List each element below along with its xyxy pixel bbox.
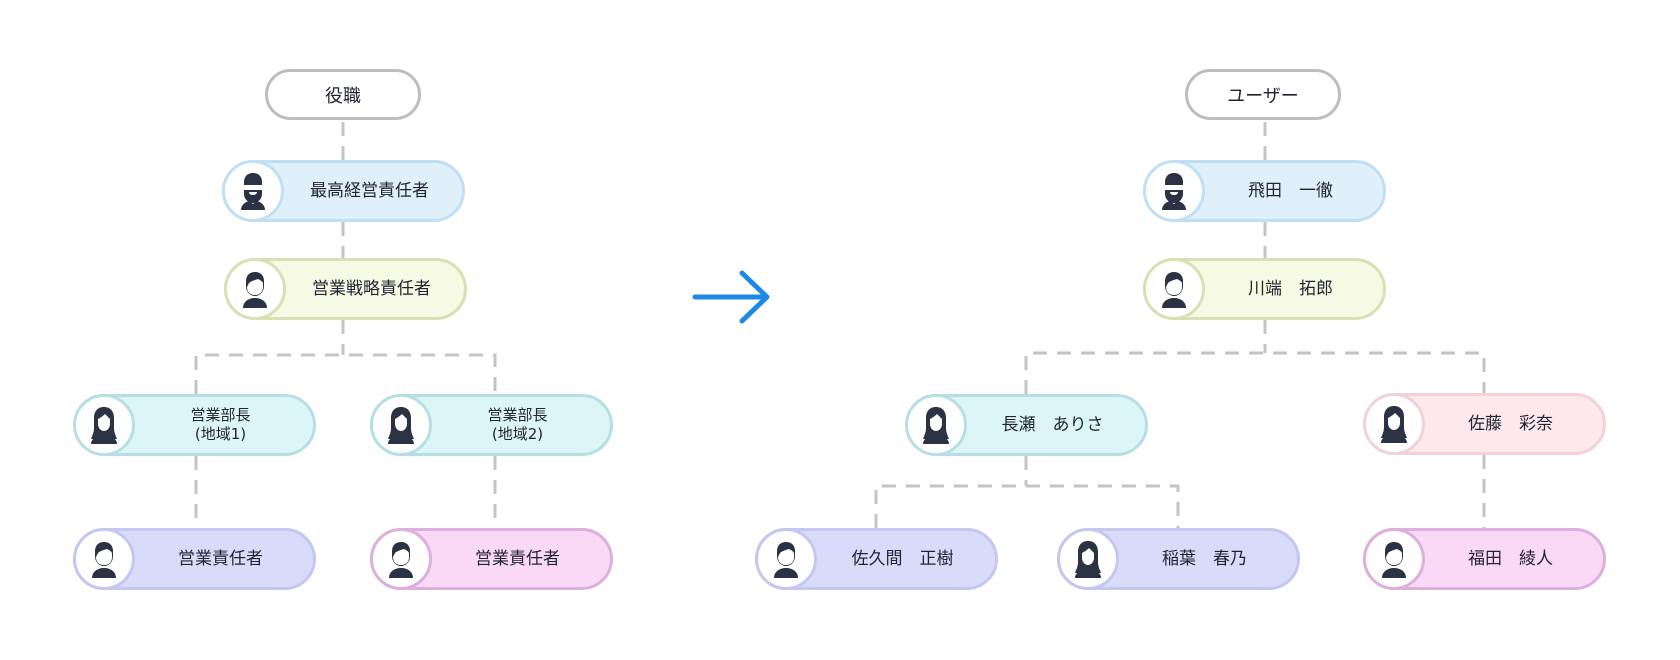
- arrow-right-icon: [692, 270, 770, 324]
- male-beard-icon: [1143, 160, 1205, 222]
- user-node-kawabata[interactable]: 川端 拓郎: [1143, 258, 1386, 320]
- role-node-label: 最高経営責任者: [310, 181, 429, 201]
- female-icon: [1057, 528, 1119, 590]
- role-node-region1[interactable]: 営業部長 (地域1): [73, 394, 316, 456]
- user-node-hida[interactable]: 飛田 一徹: [1143, 160, 1386, 222]
- female-icon: [370, 394, 432, 456]
- role-node-ceo[interactable]: 最高経営責任者: [222, 160, 465, 222]
- role-node-strategy[interactable]: 営業戦略責任者: [224, 258, 467, 320]
- female-icon: [1363, 393, 1425, 455]
- role-node-sales1[interactable]: 営業責任者: [73, 528, 316, 590]
- user-node-label: 佐藤 彩奈: [1468, 414, 1553, 434]
- user-node-inaba[interactable]: 稲葉 春乃: [1057, 528, 1300, 590]
- user-node-label: 飛田 一徹: [1248, 181, 1333, 201]
- male-icon: [224, 258, 286, 320]
- role-header: 役職: [265, 69, 421, 120]
- female-icon: [905, 394, 967, 456]
- male-icon: [73, 528, 135, 590]
- male-icon: [370, 528, 432, 590]
- connector-managers-bar: [1024, 351, 1486, 394]
- role-node-sales2[interactable]: 営業責任者: [370, 528, 613, 590]
- male-icon: [1143, 258, 1205, 320]
- user-node-label: 福田 綾人: [1468, 549, 1553, 569]
- user-node-label: 川端 拓郎: [1248, 279, 1333, 299]
- male-beard-icon: [222, 160, 284, 222]
- role-node-region2[interactable]: 営業部長 (地域2): [370, 394, 613, 456]
- role-node-label: 営業責任者: [475, 549, 560, 569]
- role-node-label: 営業部長 (地域2): [487, 406, 548, 443]
- user-node-label: 長瀬 ありさ: [1001, 415, 1104, 435]
- user-node-label: 稲葉 春乃: [1162, 549, 1247, 569]
- role-node-label: 営業戦略責任者: [312, 279, 431, 299]
- role-node-label: 営業部長 (地域1): [190, 406, 251, 443]
- male-icon: [755, 528, 817, 590]
- female-icon: [73, 394, 135, 456]
- user-node-fukuda[interactable]: 福田 綾人: [1363, 528, 1606, 590]
- role-header-label: 役職: [325, 85, 361, 107]
- user-node-label: 佐久間 正樹: [851, 549, 954, 569]
- connector-regions-bar: [194, 353, 497, 394]
- user-node-sakuma[interactable]: 佐久間 正樹: [755, 528, 998, 590]
- male-icon: [1363, 528, 1425, 590]
- user-header: ユーザー: [1185, 69, 1341, 120]
- connector-staff-bar: [874, 484, 1180, 528]
- user-header-label: ユーザー: [1227, 85, 1299, 107]
- user-node-nagase[interactable]: 長瀬 ありさ: [905, 394, 1148, 456]
- role-node-label: 営業責任者: [178, 549, 263, 569]
- user-node-sato[interactable]: 佐藤 彩奈: [1363, 393, 1606, 455]
